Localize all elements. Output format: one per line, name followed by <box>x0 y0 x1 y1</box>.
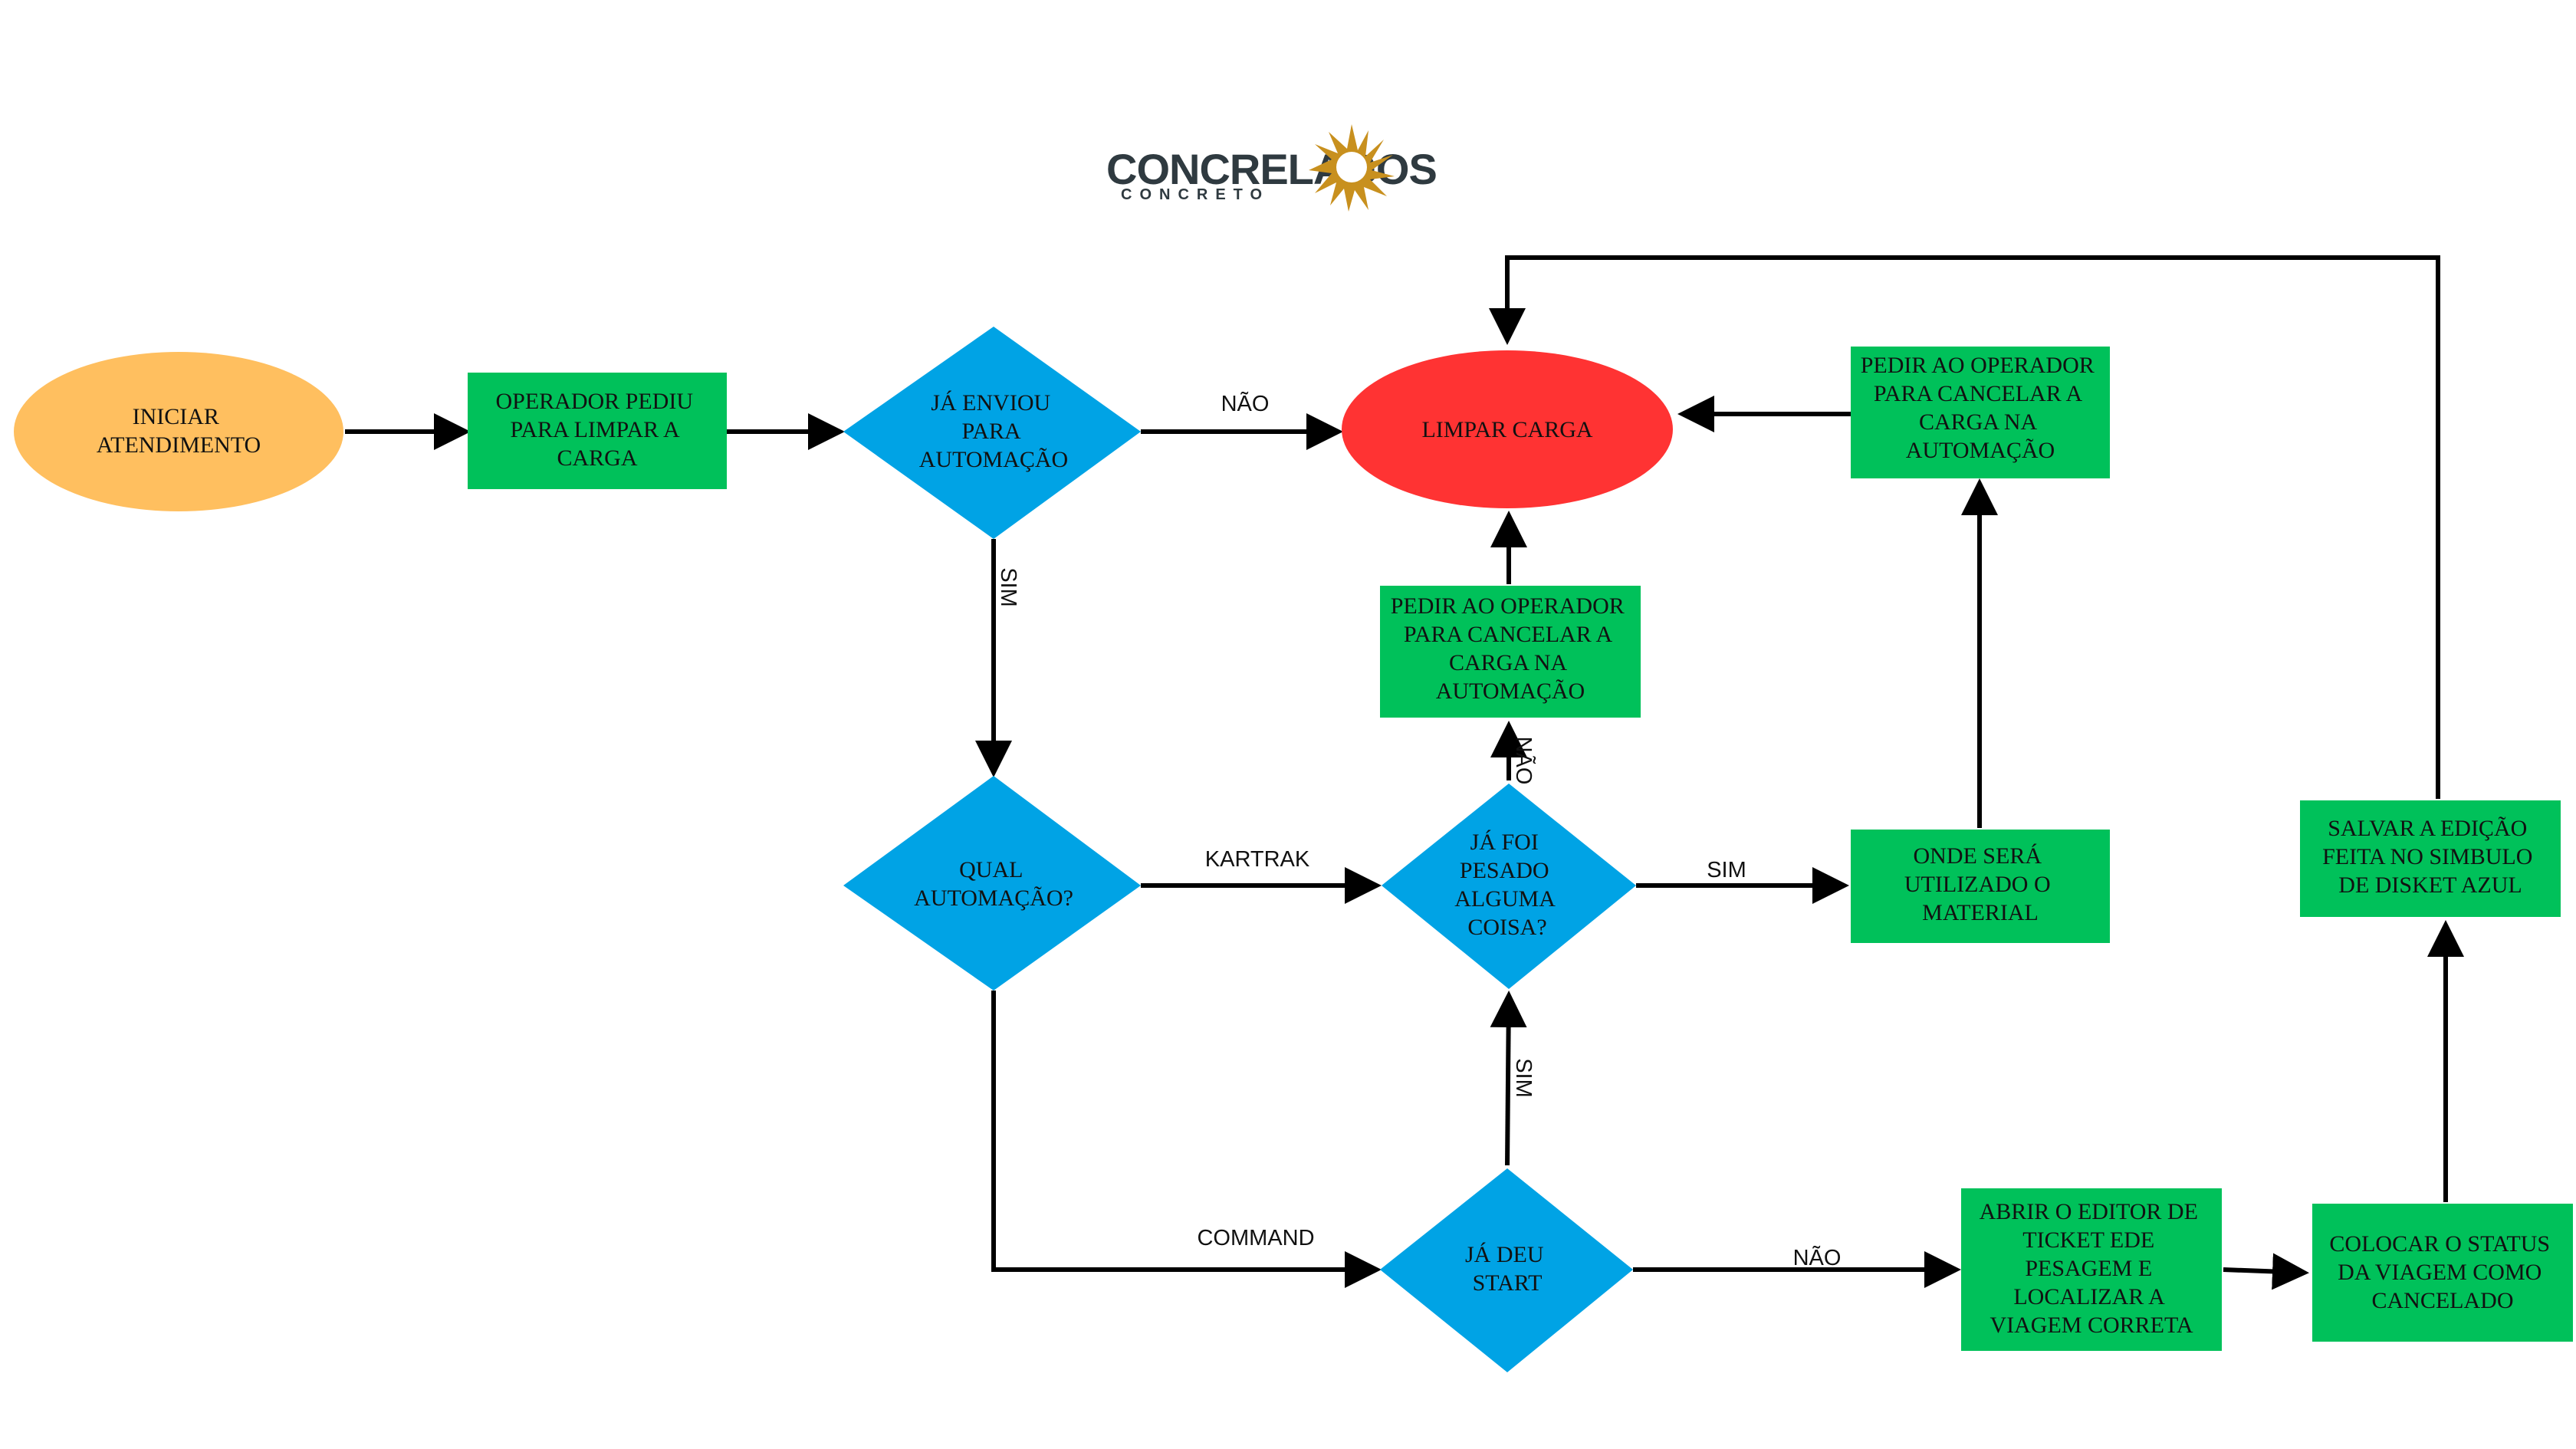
clear-load-node: LIMPAR CARGA <box>1342 350 1673 508</box>
label-sim-sent: SIM <box>996 567 1020 607</box>
where-used-box: ONDE SERÁ UTILIZADO O MATERIAL <box>1851 830 2110 943</box>
ask-cancel-top-label: PEDIR AO OPERADOR PARA CANCELAR A CARGA … <box>1861 353 2101 463</box>
sun-icon <box>1309 124 1395 212</box>
already-sent-label: JÁ ENVIOU PARA AUTOMAÇÃO <box>919 390 1068 472</box>
label-command: COMMAND <box>1197 1226 1314 1250</box>
ask-cancel-mid-label: PEDIR AO OPERADOR PARA CANCELAR A CARGA … <box>1391 593 1631 704</box>
logo-tagline-text: CONCRETO <box>1121 186 1270 203</box>
started-label: JÁ DEU START <box>1465 1242 1549 1296</box>
set-cancelled-label: COLOCAR O STATUS DA VIAGEM COMO CANCELAD… <box>2329 1231 2555 1313</box>
save-edit-label: SALVAR A EDIÇÃO FEITA NO SIMBULO DE DISK… <box>2322 816 2538 898</box>
label-nao-started: NÃO <box>1793 1244 1842 1270</box>
operator-asked-box: OPERADOR PEDIU PARA LIMPAR A CARGA <box>468 373 727 489</box>
which-automation-label: QUAL AUTOMAÇÃO? <box>914 857 1073 911</box>
where-used-label: ONDE SERÁ UTILIZADO O MATERIAL <box>1904 843 2056 925</box>
connectors <box>345 255 2464 1290</box>
operator-asked-label: OPERADOR PEDIU PARA LIMPAR A CARGA <box>495 389 698 471</box>
logo-brand-text: CONCRELAGOS <box>1106 145 1437 193</box>
company-logo: CONCRELAGOS CONCRETO <box>1106 124 1438 212</box>
edge-which-to-started <box>991 991 1382 1288</box>
which-automation-decision: QUAL AUTOMAÇÃO? <box>843 776 1141 991</box>
clear-load-label: LIMPAR CARGA <box>1421 417 1592 442</box>
start-node-label: INICIAR ATENDIMENTO <box>97 404 261 458</box>
edge-editor-to-status <box>2223 1253 2309 1290</box>
open-editor-box: ABRIR O EDITOR DE TICKET EDE PESAGEM E L… <box>1961 1188 2222 1351</box>
label-nao-weighed: NÃO <box>1511 737 1537 785</box>
label-sim-started: SIM <box>1511 1058 1536 1098</box>
edge-save-to-clear <box>1489 255 2440 799</box>
weighed-decision: JÁ FOI PESADO ALGUMA COISA? <box>1382 784 1636 989</box>
label-nao-sent: NÃO <box>1221 390 1270 416</box>
label-sim-weighed: SIM <box>1707 858 1746 882</box>
set-cancelled-box: COLOCAR O STATUS DA VIAGEM COMO CANCELAD… <box>2312 1204 2573 1342</box>
nodes: INICIAR ATENDIMENTO OPERADOR PEDIU PARA … <box>14 327 2573 1372</box>
already-sent-decision: JÁ ENVIOU PARA AUTOMAÇÃO <box>843 327 1141 539</box>
ask-cancel-mid-box: PEDIR AO OPERADOR PARA CANCELAR A CARGA … <box>1380 586 1641 718</box>
start-node: INICIAR ATENDIMENTO <box>14 352 343 511</box>
started-decision: JÁ DEU START <box>1380 1168 1633 1372</box>
weighed-label: JÁ FOI PESADO ALGUMA COISA? <box>1454 830 1560 940</box>
edge-started-to-weighed <box>1490 991 1527 1166</box>
ask-cancel-top-box: PEDIR AO OPERADOR PARA CANCELAR A CARGA … <box>1851 347 2110 478</box>
open-editor-label: ABRIR O EDITOR DE TICKET EDE PESAGEM E L… <box>1980 1199 2204 1338</box>
save-edit-box: SALVAR A EDIÇÃO FEITA NO SIMBULO DE DISK… <box>2300 800 2561 917</box>
label-kartrak: KARTRAK <box>1205 847 1310 872</box>
edge-labels: NÃO SIM KARTRAK COMMAND SIM NÃO SIM NÃO <box>996 390 1841 1270</box>
